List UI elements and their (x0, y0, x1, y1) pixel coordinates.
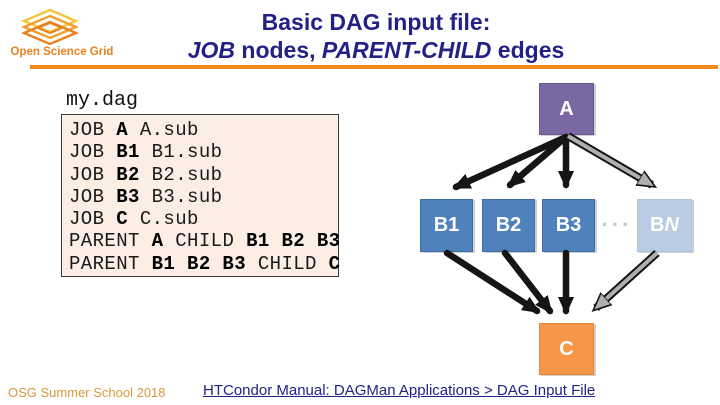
text-segment: C (116, 208, 129, 231)
edge-BN-C (596, 250, 660, 308)
code-line: JOB B3 B3.sub (69, 186, 338, 208)
dag-file-label: my.dag (66, 89, 139, 112)
text-segment: JOB (69, 119, 117, 141)
text-segment: B1 (116, 141, 140, 164)
dag-node-B3: B3 (542, 199, 595, 252)
text-segment: B1 B2 B3 (246, 230, 341, 253)
dag-node-A: A (539, 83, 594, 135)
text-segment: edges (491, 37, 565, 63)
text-segment: CHILD (163, 230, 247, 253)
title-line-2: JOB nodes, PARENT-CHILD edges (40, 36, 712, 64)
text-segment: JOB (69, 163, 117, 186)
text-segment: B1.sub (139, 141, 223, 164)
text-segment: B3 (116, 185, 140, 208)
dag-node-BN: BN (637, 199, 692, 252)
osg-logo-icon (20, 8, 80, 46)
text-segment: B (650, 214, 665, 236)
dag-node-C-label: C (559, 337, 574, 360)
text-segment: A.sub (128, 119, 199, 141)
osg-logo-text: Open Science Grid (10, 46, 114, 58)
text-segment: B2.sub (139, 163, 223, 186)
text-segment: PARENT-CHILD (321, 37, 492, 63)
text-segment: B2 (116, 163, 140, 186)
text-segment: nodes, (235, 37, 322, 63)
edge-B2-C (501, 249, 554, 315)
text-segment: B3.sub (139, 185, 223, 208)
title-line-1: Basic DAG input file: (261, 9, 491, 35)
edge-A-B2 (506, 133, 570, 189)
code-line: PARENT A CHILD B1 B2 B3 (69, 230, 341, 253)
dag-node-B3-label: B3 (555, 214, 582, 236)
osg-logo: Open Science Grid (6, 6, 116, 60)
slide-title: Basic DAG input file: JOB nodes, PARENT-… (40, 8, 712, 64)
text-segment: CHILD (246, 252, 329, 275)
dag-node-B1-label: B1 (433, 214, 460, 236)
text-segment: C.sub (128, 208, 199, 231)
dag-ellipsis: ··· (601, 211, 633, 237)
dag-node-B2: B2 (482, 199, 535, 252)
text-segment: A (116, 119, 129, 141)
text-segment: JOB (69, 208, 117, 231)
dag-node-B1: B1 (420, 199, 473, 252)
text-segment: A (151, 230, 164, 253)
dag-node-C: C (539, 323, 594, 375)
code-line: PARENT B1 B2 B3 CHILD C (69, 252, 341, 275)
dag-node-B2-label: B2 (495, 214, 522, 236)
code-line: JOB C C.sub (69, 208, 338, 230)
code-line: JOB B2 B2.sub (69, 164, 338, 186)
dag-node-A-label: A (559, 97, 574, 120)
edge-B1-C (443, 249, 541, 315)
text-segment: JOB (187, 37, 235, 63)
dag-node-BN-label: BN (650, 214, 679, 237)
text-segment: PARENT (69, 252, 152, 275)
text-segment: PARENT (69, 230, 152, 253)
edge-A-B1 (452, 133, 570, 191)
text-segment: N (664, 214, 679, 236)
title-rule (30, 65, 718, 69)
text-segment: C (328, 252, 341, 275)
text-segment: JOB (69, 185, 117, 208)
text-segment: JOB (69, 141, 117, 164)
edge-A-BN (565, 132, 652, 189)
footer-course-label: OSG Summer School 2018 (8, 385, 166, 400)
htcondor-manual-link[interactable]: HTCondor Manual: DAGMan Applications > D… (203, 382, 596, 399)
text-segment: B1 B2 B3 (151, 252, 247, 275)
code-line: JOB A A.sub (69, 119, 338, 141)
code-line: JOB B1 B1.sub (69, 141, 338, 163)
